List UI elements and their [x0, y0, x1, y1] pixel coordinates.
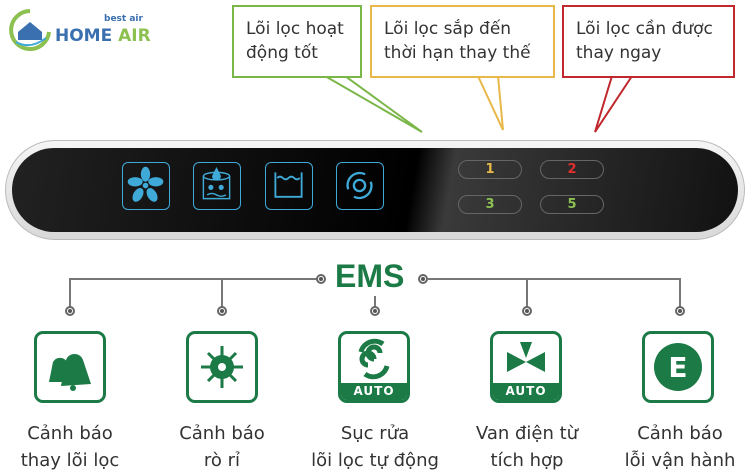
connector-dot [65, 306, 75, 316]
leak-icon [186, 331, 258, 403]
filter-button-1[interactable]: 1 [458, 160, 522, 179]
swirl-icon: AUTO [338, 331, 410, 403]
valve-icon: AUTO [490, 331, 562, 403]
refresh-cycle-icon[interactable] [336, 162, 384, 210]
leak-water-icon[interactable] [193, 162, 241, 210]
water-tank-icon[interactable] [265, 162, 313, 210]
svg-text:E: E [668, 351, 687, 384]
fan-icon[interactable] [122, 162, 170, 210]
connector-dot [316, 274, 326, 284]
logo-tagline: best air [104, 14, 143, 24]
auto-badge: AUTO [493, 383, 559, 400]
connector-dot [675, 306, 685, 316]
error-e-icon: E [642, 331, 714, 403]
connector-line [526, 278, 528, 308]
connector-dot [370, 306, 380, 316]
logo-name: HOME AIR [55, 26, 151, 46]
connector-line [679, 278, 681, 308]
connector-line [69, 278, 71, 308]
ems-title: EMS [335, 258, 405, 294]
connector-dot [418, 274, 428, 284]
connector-line [70, 278, 320, 280]
bells-icon [34, 331, 106, 403]
connector-line [221, 278, 223, 308]
connector-dot [522, 306, 532, 316]
logo-icon [9, 9, 51, 51]
filter-button-5[interactable]: 5 [540, 195, 604, 214]
filter-button-2[interactable]: 2 [540, 160, 604, 179]
connector-line [374, 296, 376, 308]
connector-line [428, 278, 680, 280]
filter-button-3[interactable]: 3 [458, 195, 522, 214]
auto-badge: AUTO [341, 383, 407, 400]
connector-dot [217, 306, 227, 316]
